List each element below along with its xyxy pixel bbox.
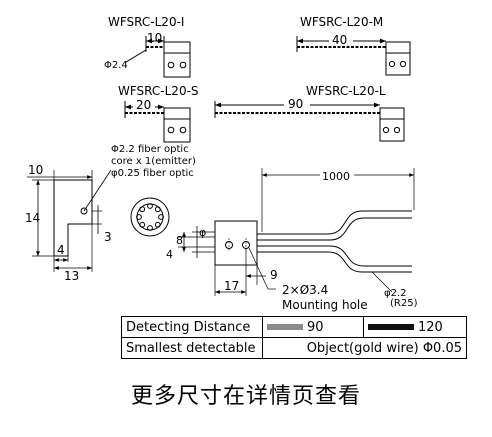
model-l-sketch: WFSRC-L20-L 90 <box>214 84 405 142</box>
model-m-name: WFSRC-L20-M <box>300 15 383 29</box>
smallest-object-label: Smallest detectable <box>121 337 263 359</box>
long-fiber-swatch <box>368 324 414 330</box>
model-l-name: WFSRC-L20-L <box>306 84 386 98</box>
cable-dia-label: φ2.2 <box>384 288 407 299</box>
model-m-dim: 40 <box>332 33 347 47</box>
mounting-hole-label: Mounting hole <box>282 298 368 312</box>
lens-face-ring <box>130 197 170 237</box>
detecting-distance-short: 90 <box>307 319 324 335</box>
fiber-callout: Φ2.2 fiber optic core x 1(emitter) φ0.25… <box>83 144 196 212</box>
side-h2-dim: 4 <box>166 248 173 261</box>
side-view: 8 4 φ 9 17 2×Ø3.4 Mounting hole 1000 φ2.… <box>166 168 418 312</box>
detecting-distance-label: Detecting Distance <box>121 316 263 338</box>
detecting-distance-short-cell: 90 <box>262 316 364 338</box>
detecting-distance-row: Detecting Distance 90 120 <box>121 316 467 338</box>
smallest-object-value: Object(gold wire) Φ0.05 <box>262 337 467 359</box>
smallest-object-row: Smallest detectable Object(gold wire) Φ0… <box>121 337 467 359</box>
front-slot-dim: 3 <box>104 230 112 244</box>
side-h1-dim: 8 <box>176 234 183 247</box>
fiber-callout-line-1: Φ2.2 fiber optic <box>111 144 189 155</box>
model-i-name: WFSRC-L20-I <box>108 15 184 29</box>
front-width-dim: 10 <box>28 163 43 177</box>
front-base-dim: 13 <box>64 269 79 283</box>
side-length-dim: 17 <box>224 279 239 293</box>
front-view: 10 14 3 4 13 <box>25 163 112 283</box>
model-i-dim: 10 <box>147 31 162 45</box>
cable-length-dim: 1000 <box>322 170 350 183</box>
side-pitch-dim: 9 <box>270 268 278 282</box>
holes-dim: 2×Ø3.4 <box>282 283 328 297</box>
model-l-dim: 90 <box>288 97 303 111</box>
side-phi-label: φ <box>199 226 206 239</box>
model-i-sketch: WFSRC-L20-I 10 Φ2.4 <box>104 15 191 78</box>
model-i-dia: Φ2.4 <box>104 60 128 71</box>
short-fiber-swatch <box>267 324 303 330</box>
fiber-callout-line-2: core x 1(emitter) <box>111 156 196 167</box>
front-small-dim: 4 <box>57 243 65 257</box>
footer-note: 更多尺寸在详情页查看 <box>130 384 361 409</box>
cable-bend-label: (R25) <box>390 298 418 309</box>
front-height-dim: 14 <box>25 211 40 225</box>
fiber-callout-line-3: φ0.25 fiber optic <box>111 168 194 179</box>
detecting-distance-long: 120 <box>418 319 443 335</box>
spec-table: Detecting Distance 90 120 Smallest detec… <box>121 316 467 359</box>
model-s-sketch: WFSRC-L20-S 20 <box>118 84 199 143</box>
model-s-name: WFSRC-L20-S <box>118 84 199 98</box>
detecting-distance-long-cell: 120 <box>363 316 467 338</box>
model-m-sketch: WFSRC-L20-M 40 <box>296 15 411 76</box>
model-s-dim: 20 <box>136 98 151 112</box>
